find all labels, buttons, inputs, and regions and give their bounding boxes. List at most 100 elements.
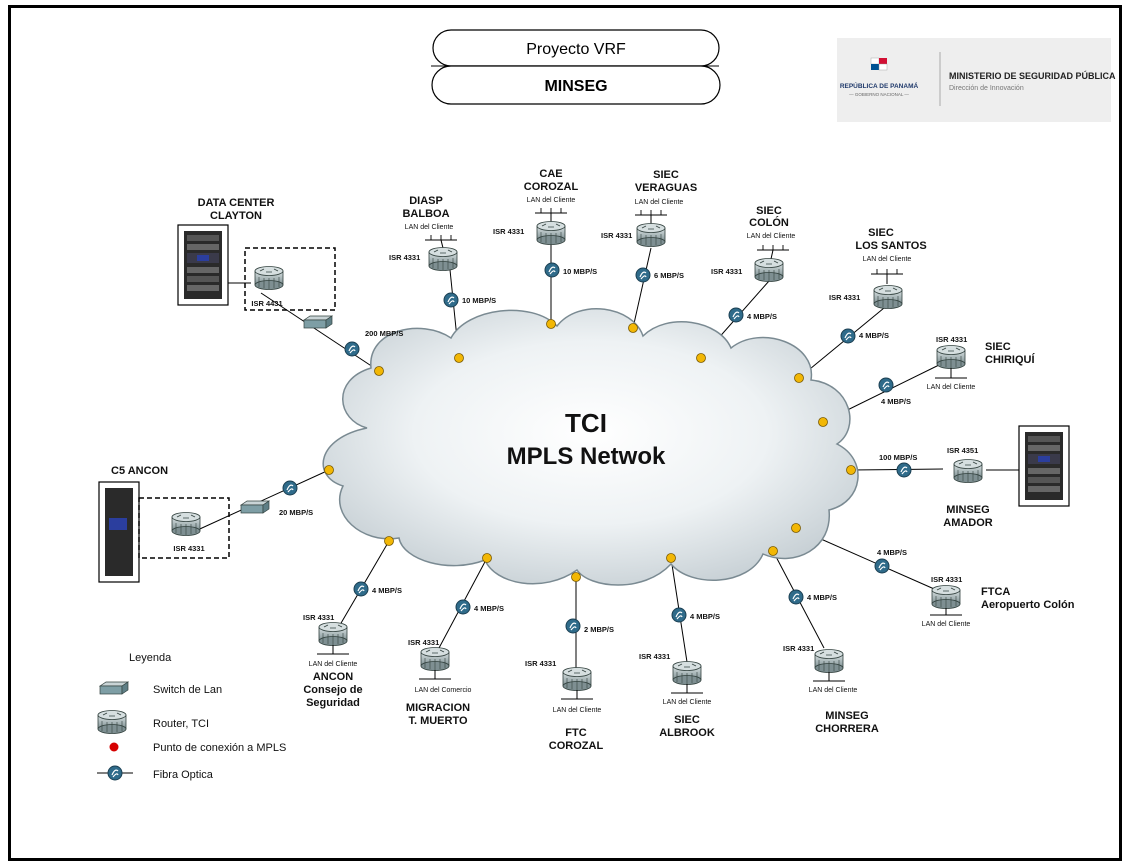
cloud-label-tci: TCI [565,408,607,438]
svg-text:CLAYTON: CLAYTON [210,210,262,222]
cloud-label-mpls: MPLS Netwok [507,443,666,470]
router-icon [636,223,666,247]
svg-text:CAE: CAE [539,168,562,180]
router-icon [562,667,592,691]
site-diasp-balboa: DIASP BALBOA LAN del Cliente ISR 4331 10… [389,195,496,308]
mpls-point [571,572,581,582]
mpls-point [454,353,464,363]
router-icon [873,285,903,309]
connection-points [324,319,856,582]
svg-text:Consejo de: Consejo de [303,684,362,696]
svg-text:ISR 4331: ISR 4331 [408,638,439,647]
fiber-icon [107,765,123,781]
legend: Leyenda Switch de Lan Router, TCI Punto … [97,652,286,781]
svg-text:4 MBP/S: 4 MBP/S [859,331,889,340]
fiber-icon [544,262,560,278]
svg-text:MINSEG: MINSEG [946,504,989,516]
site-migracion-t-muerto: 4 MBP/S ISR 4331 LAN del Comercio MIGRAC… [406,599,504,727]
server-rack-icon [177,224,229,306]
site-ftca-aeropuerto: 4 MBP/S ISR 4331 LAN del Cliente FTCA Ae… [874,548,1075,628]
legend-point: Punto de conexión a MPLS [153,742,286,754]
logo-dept: Dirección de Innovación [949,85,1024,92]
mpls-point [768,546,778,556]
svg-text:ISR 4331: ISR 4331 [639,652,670,661]
router-icon [672,661,702,685]
svg-text:CHIRIQUÍ: CHIRIQUÍ [985,353,1035,366]
router-icon [318,622,348,646]
router-icon [97,710,127,734]
svg-text:BALBOA: BALBOA [402,208,449,220]
svg-text:COROZAL: COROZAL [549,740,604,752]
svg-text:10 MBP/S: 10 MBP/S [462,296,496,305]
svg-text:LAN del Cliente: LAN del Cliente [747,233,796,240]
mpls-point [791,523,801,533]
svg-text:4 MBP/S: 4 MBP/S [474,604,504,613]
fiber-icon [874,558,890,574]
svg-text:ANCON: ANCON [313,671,353,683]
svg-text:FTC: FTC [565,727,586,739]
mpls-point [666,553,676,563]
site-siec-veraguas: SIEC VERAGUAS LAN del Cliente ISR 4331 6… [601,169,697,283]
svg-text:MINSEG: MINSEG [825,710,868,722]
fiber-icon [353,581,369,597]
svg-text:C5 ANCON: C5 ANCON [111,465,168,477]
router-icon [814,649,844,673]
mpls-point [818,417,828,427]
svg-text:ISR 4331: ISR 4331 [931,575,962,584]
svg-text:AMADOR: AMADOR [943,517,993,529]
site-cae-corozal: CAE COROZAL LAN del Cliente ISR 4331 10 … [493,168,597,278]
logo-gov: — GOBIERNO NACIONAL — [849,92,909,97]
mpls-point [482,553,492,563]
site-minseg-amador: ISR 4351 MINSEG AMADOR 100 MBP/S [879,425,1070,529]
fiber-icon [840,328,856,344]
svg-text:Aeropuerto Colón: Aeropuerto Colón [981,599,1075,611]
svg-text:10 MBP/S: 10 MBP/S [563,267,597,276]
svg-text:ISR 4331: ISR 4331 [936,335,967,344]
svg-text:SIEC: SIEC [674,714,700,726]
svg-text:LAN del Cliente: LAN del Cliente [927,384,976,391]
svg-text:MIGRACION: MIGRACION [406,702,470,714]
svg-text:200 MBP/S: 200 MBP/S [365,329,403,338]
svg-text:LAN del Cliente: LAN del Cliente [553,707,602,714]
site-data-center-clayton: DATA CENTER CLAYTON ISR 4431 200 MBP/S [177,197,403,357]
svg-text:20 MBP/S: 20 MBP/S [279,508,313,517]
svg-text:ISR 4331: ISR 4331 [173,544,204,553]
router-icon [536,221,566,245]
svg-text:ALBROOK: ALBROOK [659,727,715,739]
diagram-frame: Proyecto VRF MINSEG REPÚBLICA DE PANAMÁ … [8,5,1122,861]
svg-text:4 MBP/S: 4 MBP/S [690,612,720,621]
svg-text:ISR 4331: ISR 4331 [601,231,632,240]
mpls-point [794,373,804,383]
mpls-point [384,536,394,546]
fiber-icon [788,589,804,605]
svg-text:VERAGUAS: VERAGUAS [635,182,697,194]
svg-text:COLÓN: COLÓN [749,216,789,229]
svg-text:4 MBP/S: 4 MBP/S [807,593,837,602]
svg-text:LAN del Comercio: LAN del Comercio [415,687,472,694]
fiber-icon [282,480,298,496]
ministry-logo: REPÚBLICA DE PANAMÁ — GOBIERNO NACIONAL … [837,38,1116,122]
svg-text:100 MBP/S: 100 MBP/S [879,453,917,462]
legend-router: Router, TCI [153,718,209,730]
mpls-point [696,353,706,363]
router-icon [936,345,966,369]
svg-text:ISR 4331: ISR 4331 [389,253,420,262]
fiber-icon [565,618,581,634]
site-siec-albrook: 4 MBP/S ISR 4331 LAN del Cliente SIEC AL… [639,607,720,739]
site-minseg-chorrera: 4 MBP/S ISR 4331 LAN del Cliente MINSEG … [783,589,879,735]
mpls-cloud: TCI MPLS Netwok [322,307,859,586]
site-siec-colon: SIEC COLÓN LAN del Cliente ISR 4331 4 MB… [711,205,796,323]
network-diagram: Proyecto VRF MINSEG REPÚBLICA DE PANAMÁ … [97,29,1116,781]
svg-text:SIEC: SIEC [756,205,782,217]
site-siec-chiriqui: ISR 4331 LAN del Cliente SIEC CHIRIQUÍ 4… [878,335,1035,406]
svg-text:ISR 4331: ISR 4331 [711,267,742,276]
router-icon [171,512,201,536]
router-icon [420,647,450,671]
svg-text:LAN del Cliente: LAN del Cliente [663,699,712,706]
site-c5-ancon: C5 ANCON ISR 4331 20 MBP/S [98,465,313,583]
svg-text:LAN del Cliente: LAN del Cliente [527,197,576,204]
svg-text:4 MBP/S: 4 MBP/S [747,312,777,321]
connection-point-icon [109,742,119,752]
project-title: Proyecto VRF [526,41,626,58]
mpls-point [546,319,556,329]
